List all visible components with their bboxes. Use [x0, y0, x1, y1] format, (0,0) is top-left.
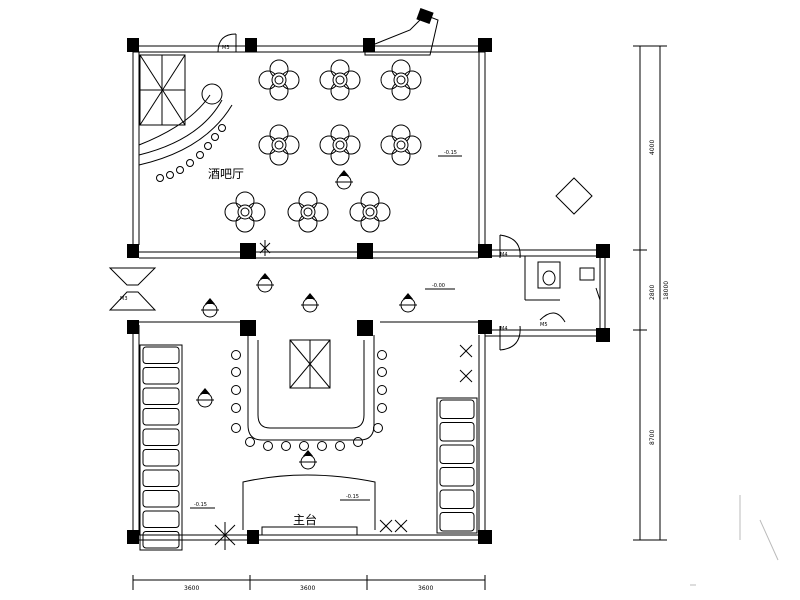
- dimension-lines: 3600 3600 3600 4000 2800 8700 18000: [132, 45, 670, 592]
- columns: [127, 38, 610, 544]
- round-table: [332, 72, 348, 88]
- booth-seat: [142, 346, 180, 364]
- stage-seat: [281, 441, 291, 451]
- booth-frame: [139, 344, 183, 551]
- corner-marks: [690, 495, 779, 586]
- annex-table: [555, 177, 593, 215]
- level-hall: -0.00: [432, 283, 445, 289]
- section-marker: [201, 298, 219, 318]
- dim-right-total: 18000: [663, 281, 670, 300]
- door-tag-top: M3: [222, 45, 230, 51]
- booth-frame: [436, 397, 478, 534]
- table-group: [258, 59, 300, 101]
- section-marker: [299, 450, 317, 470]
- round-table: [271, 72, 287, 88]
- level-side: -0.15: [194, 502, 207, 508]
- booth-seat: [439, 512, 475, 532]
- round-table: [393, 137, 409, 153]
- booth-seat: [142, 469, 180, 487]
- main-stage-label: 主台: [293, 512, 317, 527]
- section-marker: [399, 293, 417, 313]
- booth-seat: [142, 490, 180, 508]
- stage-seat: [377, 350, 387, 360]
- door-tag-right-top: M4: [500, 252, 508, 258]
- booth-seat: [439, 422, 475, 442]
- booth-sofas: [139, 344, 478, 551]
- stage-seat: [263, 441, 273, 451]
- dim-bottom-1: 3600: [184, 585, 199, 592]
- table-group: [380, 124, 422, 166]
- stage-seat: [245, 437, 255, 447]
- level-stage: -0.15: [346, 494, 359, 500]
- booth-seat: [439, 444, 475, 464]
- door-tag-right-bottom: M4: [500, 326, 508, 332]
- table-group: [349, 191, 391, 233]
- booth-seat: [439, 467, 475, 487]
- dim-right-1: 4000: [649, 140, 656, 155]
- wc-fixtures: [537, 261, 601, 301]
- stage-seats: [231, 350, 387, 451]
- table-group: [287, 191, 329, 233]
- dim-bottom-3: 3600: [418, 585, 433, 592]
- stage-seat: [377, 403, 387, 413]
- round-table: [332, 137, 348, 153]
- round-table: [393, 72, 409, 88]
- booth-seat: [439, 489, 475, 509]
- door-tag-left: M3: [120, 296, 128, 302]
- round-table: [237, 204, 253, 220]
- table-group: [319, 59, 361, 101]
- stage-seat: [231, 423, 241, 433]
- booth-seat: [142, 510, 180, 528]
- booth-seat: [142, 387, 180, 405]
- stage-seat: [317, 441, 327, 451]
- booth-seat: [142, 449, 180, 467]
- booth-seat: [142, 367, 180, 385]
- bar-stools: [156, 124, 226, 182]
- dim-right-2: 2800: [649, 285, 656, 300]
- table-group: [258, 124, 300, 166]
- doors: M3 M3 M4 M4 M5: [108, 33, 566, 351]
- stage-seat: [231, 367, 241, 377]
- bar-counter: [138, 54, 233, 166]
- stage-seat: [231, 350, 241, 360]
- bar-tables: [224, 59, 422, 233]
- stage-seat: [231, 385, 241, 395]
- door-tag-wc: M5: [540, 322, 548, 328]
- section-marker: [256, 273, 274, 293]
- section-marker: [196, 388, 214, 408]
- stage-seat: [373, 423, 383, 433]
- stage-seat: [353, 437, 363, 447]
- table-group: [380, 59, 422, 101]
- stage-seat: [299, 441, 309, 451]
- booth-seat: [142, 531, 180, 549]
- booth-seat: [439, 399, 475, 419]
- booth-seat: [142, 428, 180, 446]
- round-table: [362, 204, 378, 220]
- plants: [214, 240, 473, 550]
- round-table: [300, 204, 316, 220]
- table-group: [319, 124, 361, 166]
- booth-seat: [142, 408, 180, 426]
- section-marker: [301, 293, 319, 313]
- section-marker: [335, 170, 353, 190]
- round-table: [271, 137, 287, 153]
- stage-area: [247, 335, 375, 441]
- level-bar: -0.15: [444, 150, 457, 156]
- dim-right-3: 8700: [649, 430, 656, 445]
- bar-hall-label: 酒吧厅: [208, 167, 244, 181]
- table-group: [224, 191, 266, 233]
- stage-seat: [377, 385, 387, 395]
- main-stage: [242, 474, 376, 536]
- dim-bottom-2: 3600: [300, 585, 315, 592]
- view-markers: [196, 170, 417, 470]
- stage-seat: [335, 441, 345, 451]
- stage-seat: [377, 367, 387, 377]
- level-markers: -0.15 -0.00 -0.15 -0.15: [190, 150, 462, 509]
- stage-seat: [231, 403, 241, 413]
